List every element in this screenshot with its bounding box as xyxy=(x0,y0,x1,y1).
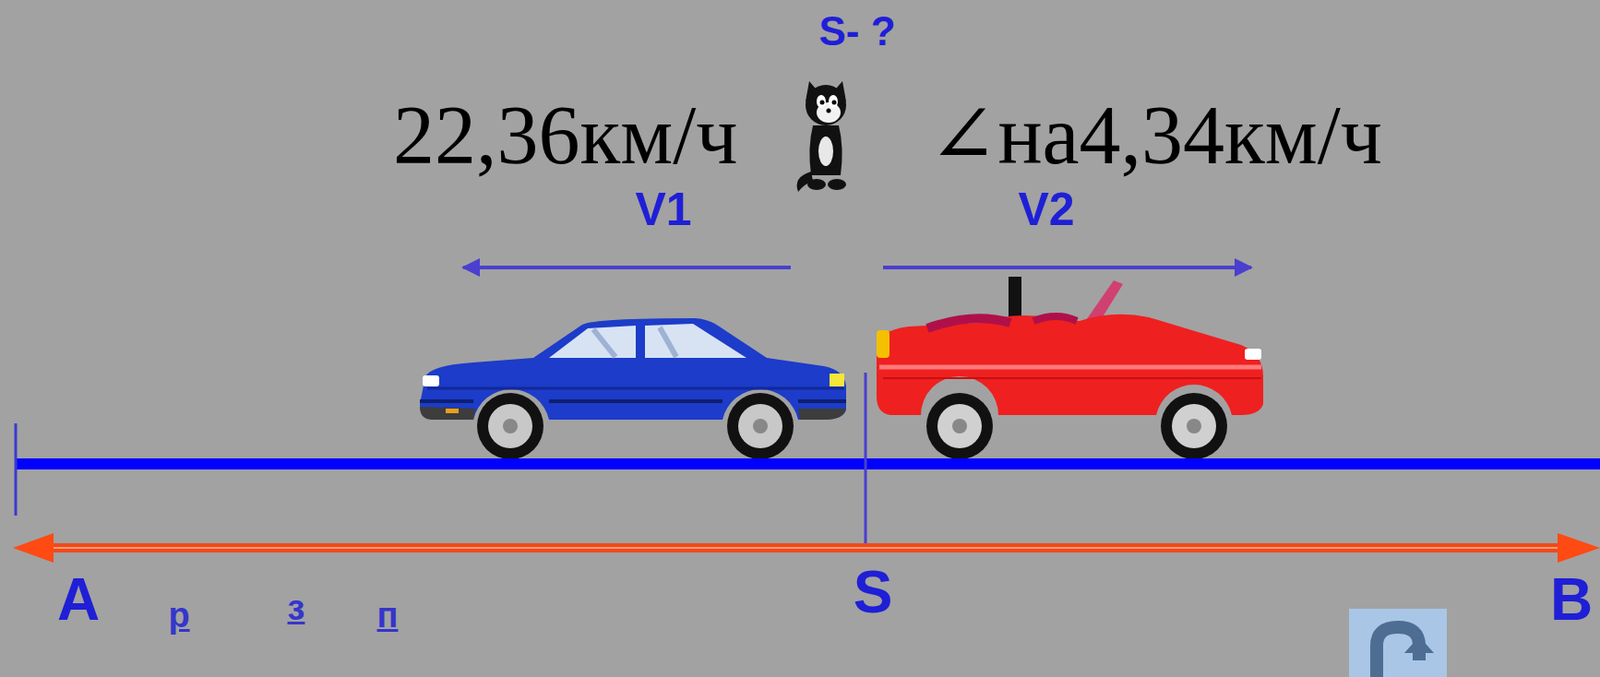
nav-link: п xyxy=(377,597,399,633)
blue-car xyxy=(419,318,847,460)
nav-link: з xyxy=(287,590,306,626)
velocity-name: V2 xyxy=(1017,186,1075,233)
meeting-mark xyxy=(864,372,868,547)
point-label: B xyxy=(1550,570,1593,630)
point-label: A xyxy=(57,570,100,630)
return-button xyxy=(1349,608,1447,677)
start-tick xyxy=(14,423,18,516)
question-label: S- ? xyxy=(818,11,896,52)
road-line xyxy=(15,458,1600,470)
velocity-name: V1 xyxy=(634,186,692,233)
velocity-arrow xyxy=(463,265,791,270)
nav-link: р xyxy=(167,597,190,633)
cat-figure xyxy=(797,81,847,192)
distance-arrow xyxy=(12,533,1600,563)
speed-label: 22,36км/ч xyxy=(393,94,738,178)
speed-label: ∠на4,34км/ч xyxy=(928,94,1383,178)
red-car xyxy=(876,276,1264,460)
velocity-arrow xyxy=(883,265,1252,270)
point-label: S xyxy=(853,562,894,622)
